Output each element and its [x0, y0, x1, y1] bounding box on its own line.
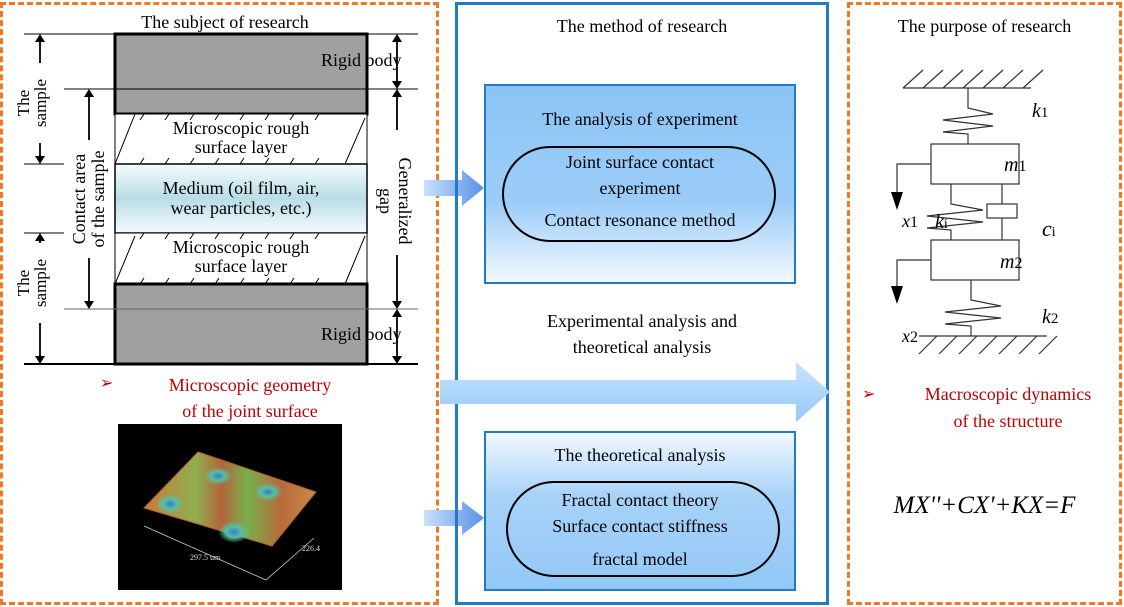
label-k1-sub: 1: [1040, 105, 1049, 121]
contact-area-label: Contact area of the sample: [69, 139, 108, 259]
microscopic-caption-line1: Microscopic geometry: [168, 375, 332, 395]
medium-label: Medium (oil film, air, wear particles, e…: [115, 178, 367, 218]
label-k2: k2: [1042, 306, 1058, 329]
label-m2-main: m: [1000, 251, 1015, 273]
medium-line1: Medium (oil film, air,: [162, 178, 320, 198]
subject-title: The subject of research: [141, 12, 309, 32]
x2-arrowhead: [891, 286, 903, 304]
generalized-gap-line1: Generalized: [395, 157, 415, 245]
dynamics-equation: MX''+CX'+KX=F: [893, 492, 1076, 519]
label-ki: ki: [935, 211, 948, 234]
experiment-title: The analysis of experiment: [542, 109, 738, 129]
rigid-body-bottom-label: Rigid body: [321, 324, 402, 344]
macroscopic-caption-line2: of the structure: [953, 411, 1063, 431]
label-ki-sub: i: [943, 217, 948, 232]
rough-layer-top-line2: surface layer: [194, 137, 288, 157]
surface-topography-image: 297.5 um 226.4: [118, 424, 342, 590]
rough-layer-bottom-line2: surface layer: [194, 256, 288, 276]
surface-y-label: 226.4: [302, 544, 320, 553]
label-m2-sub: 2: [1014, 255, 1023, 272]
label-m2: m2: [1000, 251, 1022, 274]
spring-mass-diagram: [891, 69, 1058, 355]
label-ki-main: k: [935, 211, 944, 233]
bullet-arrow-icon-right: ➢: [862, 386, 876, 403]
method-title: The method of research: [556, 16, 728, 36]
label-x1-sub: 1: [910, 214, 918, 231]
generalized-gap-label: Generalized gap: [376, 151, 415, 251]
label-k1: k1: [1032, 100, 1048, 123]
rough-layer-top-line1: Microscopic rough: [172, 118, 310, 138]
x1-arrowhead: [891, 192, 903, 210]
rigid-body-bottom: [113, 282, 369, 366]
theory-item-3: fractal model: [592, 549, 688, 569]
label-x1: x1: [902, 211, 918, 232]
purpose-title: The purpose of research: [897, 16, 1072, 36]
label-k2-main: k: [1042, 306, 1051, 328]
rigid-body-top: [113, 32, 369, 116]
generalized-gap-line2: gap: [376, 188, 396, 214]
arrow-to-theory: [424, 501, 484, 535]
experiment-item-3: Contact resonance method: [544, 210, 736, 230]
spring-ki: [926, 184, 984, 240]
sample-bottom-line2: sample: [31, 258, 50, 308]
sample-bottom-label: The sample: [14, 243, 50, 323]
label-x2-sub: 2: [910, 329, 918, 346]
macroscopic-caption: Macroscopic dynamics of the structure: [898, 381, 1118, 435]
label-ci-sub: i: [1051, 225, 1056, 240]
theory-item-2: Surface contact stiffness: [552, 516, 728, 536]
rigid-body-top-label: Rigid body: [321, 50, 402, 70]
damper-ci: [986, 203, 1018, 219]
contact-area-line1: Contact area: [69, 153, 89, 245]
rough-layer-top-label: Microscopic rough surface layer: [115, 119, 367, 157]
theory-box: The theoretical analysis Fractal contact…: [484, 431, 796, 591]
label-x2-main: x: [902, 326, 910, 346]
surface-axes: [143, 525, 315, 581]
rough-layer-bottom-label: Microscopic rough surface layer: [115, 238, 367, 276]
method-panel: [455, 2, 829, 605]
theory-methods-pill: [506, 481, 780, 577]
label-k2-sub: 2: [1050, 311, 1059, 327]
subject-panel: [0, 2, 439, 605]
sample-top-line1: The: [14, 89, 33, 117]
label-m1-main: m: [1004, 154, 1019, 176]
bullet-arrow-icon: ➢: [100, 375, 114, 392]
theory-item-1: Fractal contact theory: [561, 490, 719, 510]
label-x2: x2: [902, 326, 918, 347]
combined-analysis-line1: Experimental analysis and: [547, 311, 737, 331]
label-m1-sub: 1: [1018, 158, 1027, 175]
label-x1-main: x: [902, 211, 910, 231]
rough-layer-top: [114, 113, 368, 165]
sample-structure-diagram: [24, 32, 418, 366]
macroscopic-caption-line1: Macroscopic dynamics: [924, 384, 1092, 404]
experiment-box: The analysis of experiment Joint surface…: [484, 84, 796, 284]
experiment-item-2: experiment: [599, 178, 681, 198]
medium-line2: wear particles, etc.): [170, 198, 312, 218]
combined-analysis-text: Experimental analysis and theoretical an…: [455, 308, 829, 360]
rough-layer-bottom-line1: Microscopic rough: [172, 237, 310, 257]
rough-layer-bottom: [114, 232, 368, 285]
surface-x-label: 297.5 um: [190, 553, 221, 562]
arrow-to-purpose: [440, 362, 830, 422]
label-ci-main: c: [1042, 216, 1052, 241]
combined-analysis-line2: theoretical analysis: [572, 337, 712, 357]
spring-k1: [942, 88, 994, 144]
sample-top-line2: sample: [31, 78, 50, 128]
sample-top-label: The sample: [14, 63, 50, 143]
contact-area-line2: of the sample: [88, 150, 108, 248]
label-m1: m1: [1004, 154, 1026, 177]
sample-bottom-line1: The: [14, 269, 33, 297]
purpose-panel: [847, 2, 1122, 605]
theory-title: The theoretical analysis: [554, 445, 726, 465]
microscopic-caption-line2: of the joint surface: [182, 401, 318, 421]
label-k1-main: k: [1032, 100, 1041, 122]
arrow-to-experiment: [424, 170, 484, 206]
label-ci: ci: [1042, 216, 1056, 242]
medium-layer: [114, 163, 368, 234]
spring-k2: [944, 280, 1002, 336]
experiment-item-1: Joint surface contact: [566, 152, 714, 172]
microscopic-caption: Microscopic geometry of the joint surfac…: [140, 372, 360, 424]
experiment-methods-pill: [502, 146, 776, 242]
